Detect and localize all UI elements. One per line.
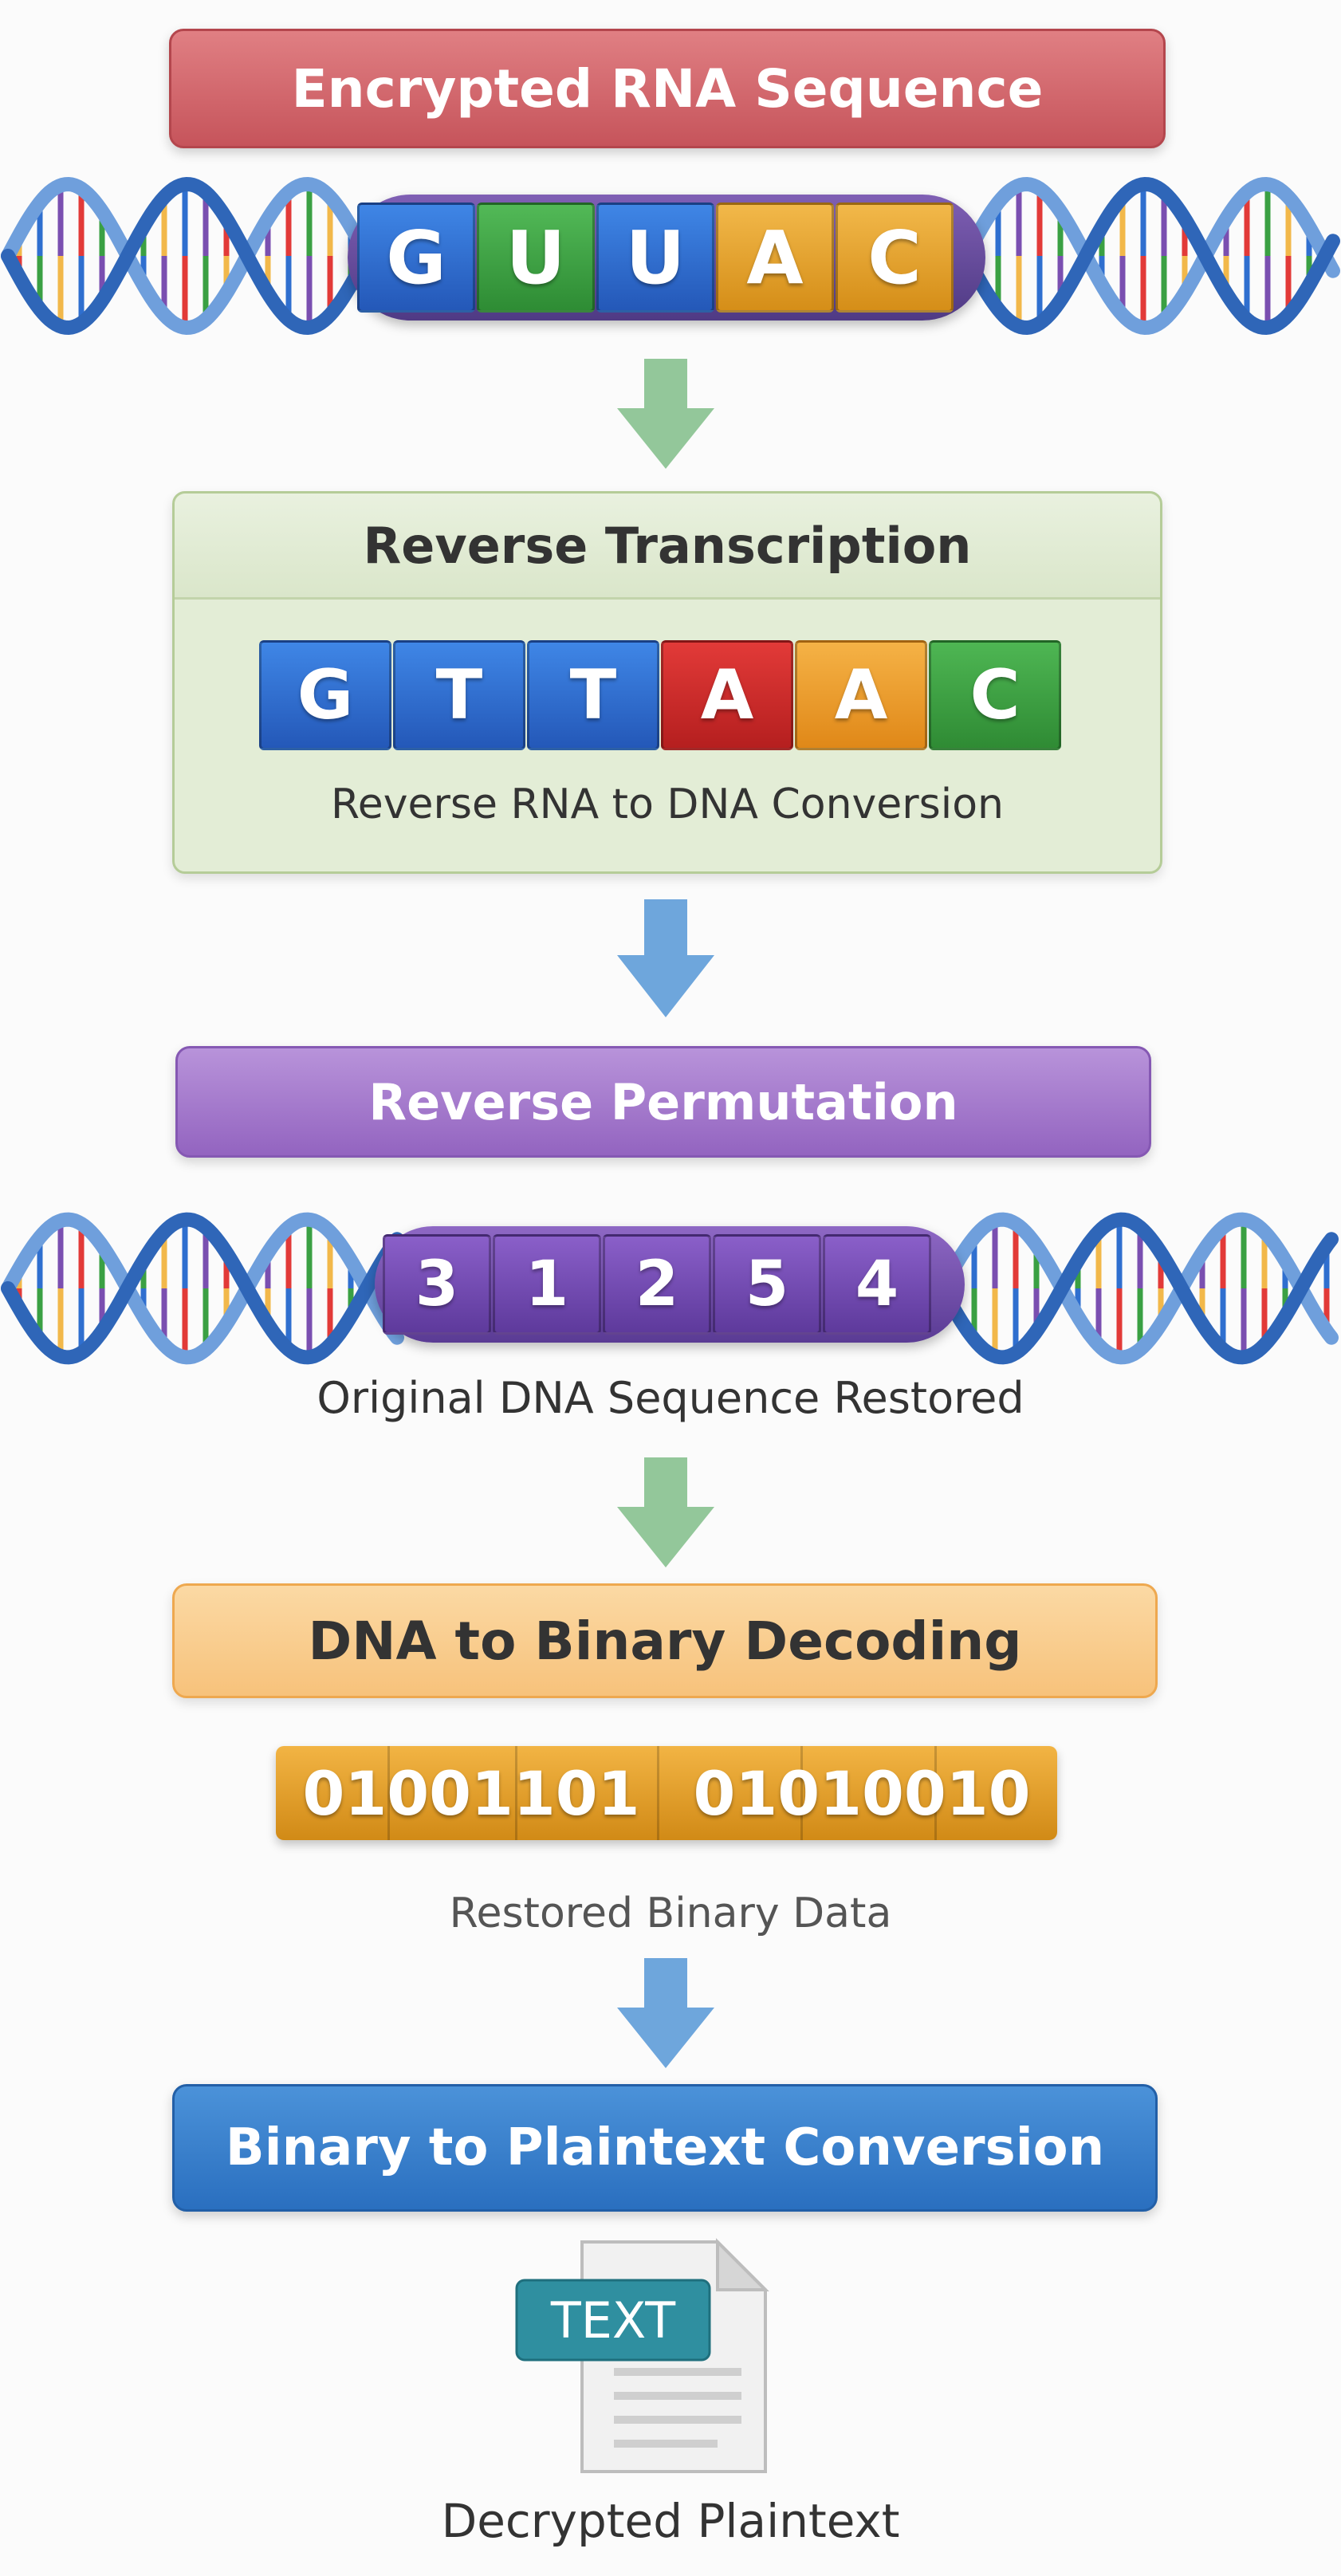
step-title: DNA to Binary Decoding [308,1610,1022,1672]
document-label: TEXT [550,2291,676,2350]
dna-base-tile: T [527,640,659,750]
dna-helix-icon [1,1212,1339,1365]
step-binary-to-plaintext: Binary to Plaintext Conversion [172,2084,1158,2212]
binary-byte: 01010010 [693,1757,1031,1829]
rna-base-tile: C [836,203,954,313]
step-reverse-permutation: Reverse Permutation [175,1046,1151,1158]
rna-base-tile: U [477,203,595,313]
down-arrow-icon [617,899,714,1017]
document-icon [515,2238,769,2473]
dna-base-tile: A [661,640,793,750]
permutation-tile: 1 [493,1234,601,1335]
permutation-tile: 3 [383,1234,491,1335]
step-title: Binary to Plaintext Conversion [225,2118,1105,2177]
step-caption: Original DNA Sequence Restored [317,1373,1024,1423]
step-title: Reverse Permutation [368,1072,958,1131]
dna-helix-icon [1,176,1340,336]
permutation-tile: 2 [603,1234,711,1335]
down-arrow-icon [617,1958,714,2068]
step-encrypted-rna: Encrypted RNA Sequence [169,29,1166,148]
permutation-tile: 4 [823,1234,931,1335]
step-caption: Decrypted Plaintext [441,2494,900,2548]
permutation-tile: 5 [713,1234,821,1335]
binary-byte: 01001101 [302,1757,640,1829]
binary-bar: 01001101 01010010 [276,1746,1057,1840]
rna-base-tile: U [596,203,714,313]
step-reverse-transcription: Reverse Transcription G T T A A C Revers… [172,491,1162,874]
down-arrow-icon [617,1457,714,1567]
rna-base-tile: G [357,203,475,313]
rna-base-tile: A [716,203,834,313]
dna-base-tile: T [393,640,525,750]
dna-base-tile: A [795,640,927,750]
dna-base-tile: C [929,640,1061,750]
step-caption: Reverse RNA to DNA Conversion [331,781,1004,828]
step-title: Encrypted RNA Sequence [291,57,1044,120]
down-arrow-icon [617,359,714,469]
dna-base-tile: G [259,640,391,750]
step-caption: Restored Binary Data [449,1890,892,1937]
step-dna-to-binary: DNA to Binary Decoding [172,1583,1158,1698]
step-title: Reverse Transcription [175,494,1160,600]
